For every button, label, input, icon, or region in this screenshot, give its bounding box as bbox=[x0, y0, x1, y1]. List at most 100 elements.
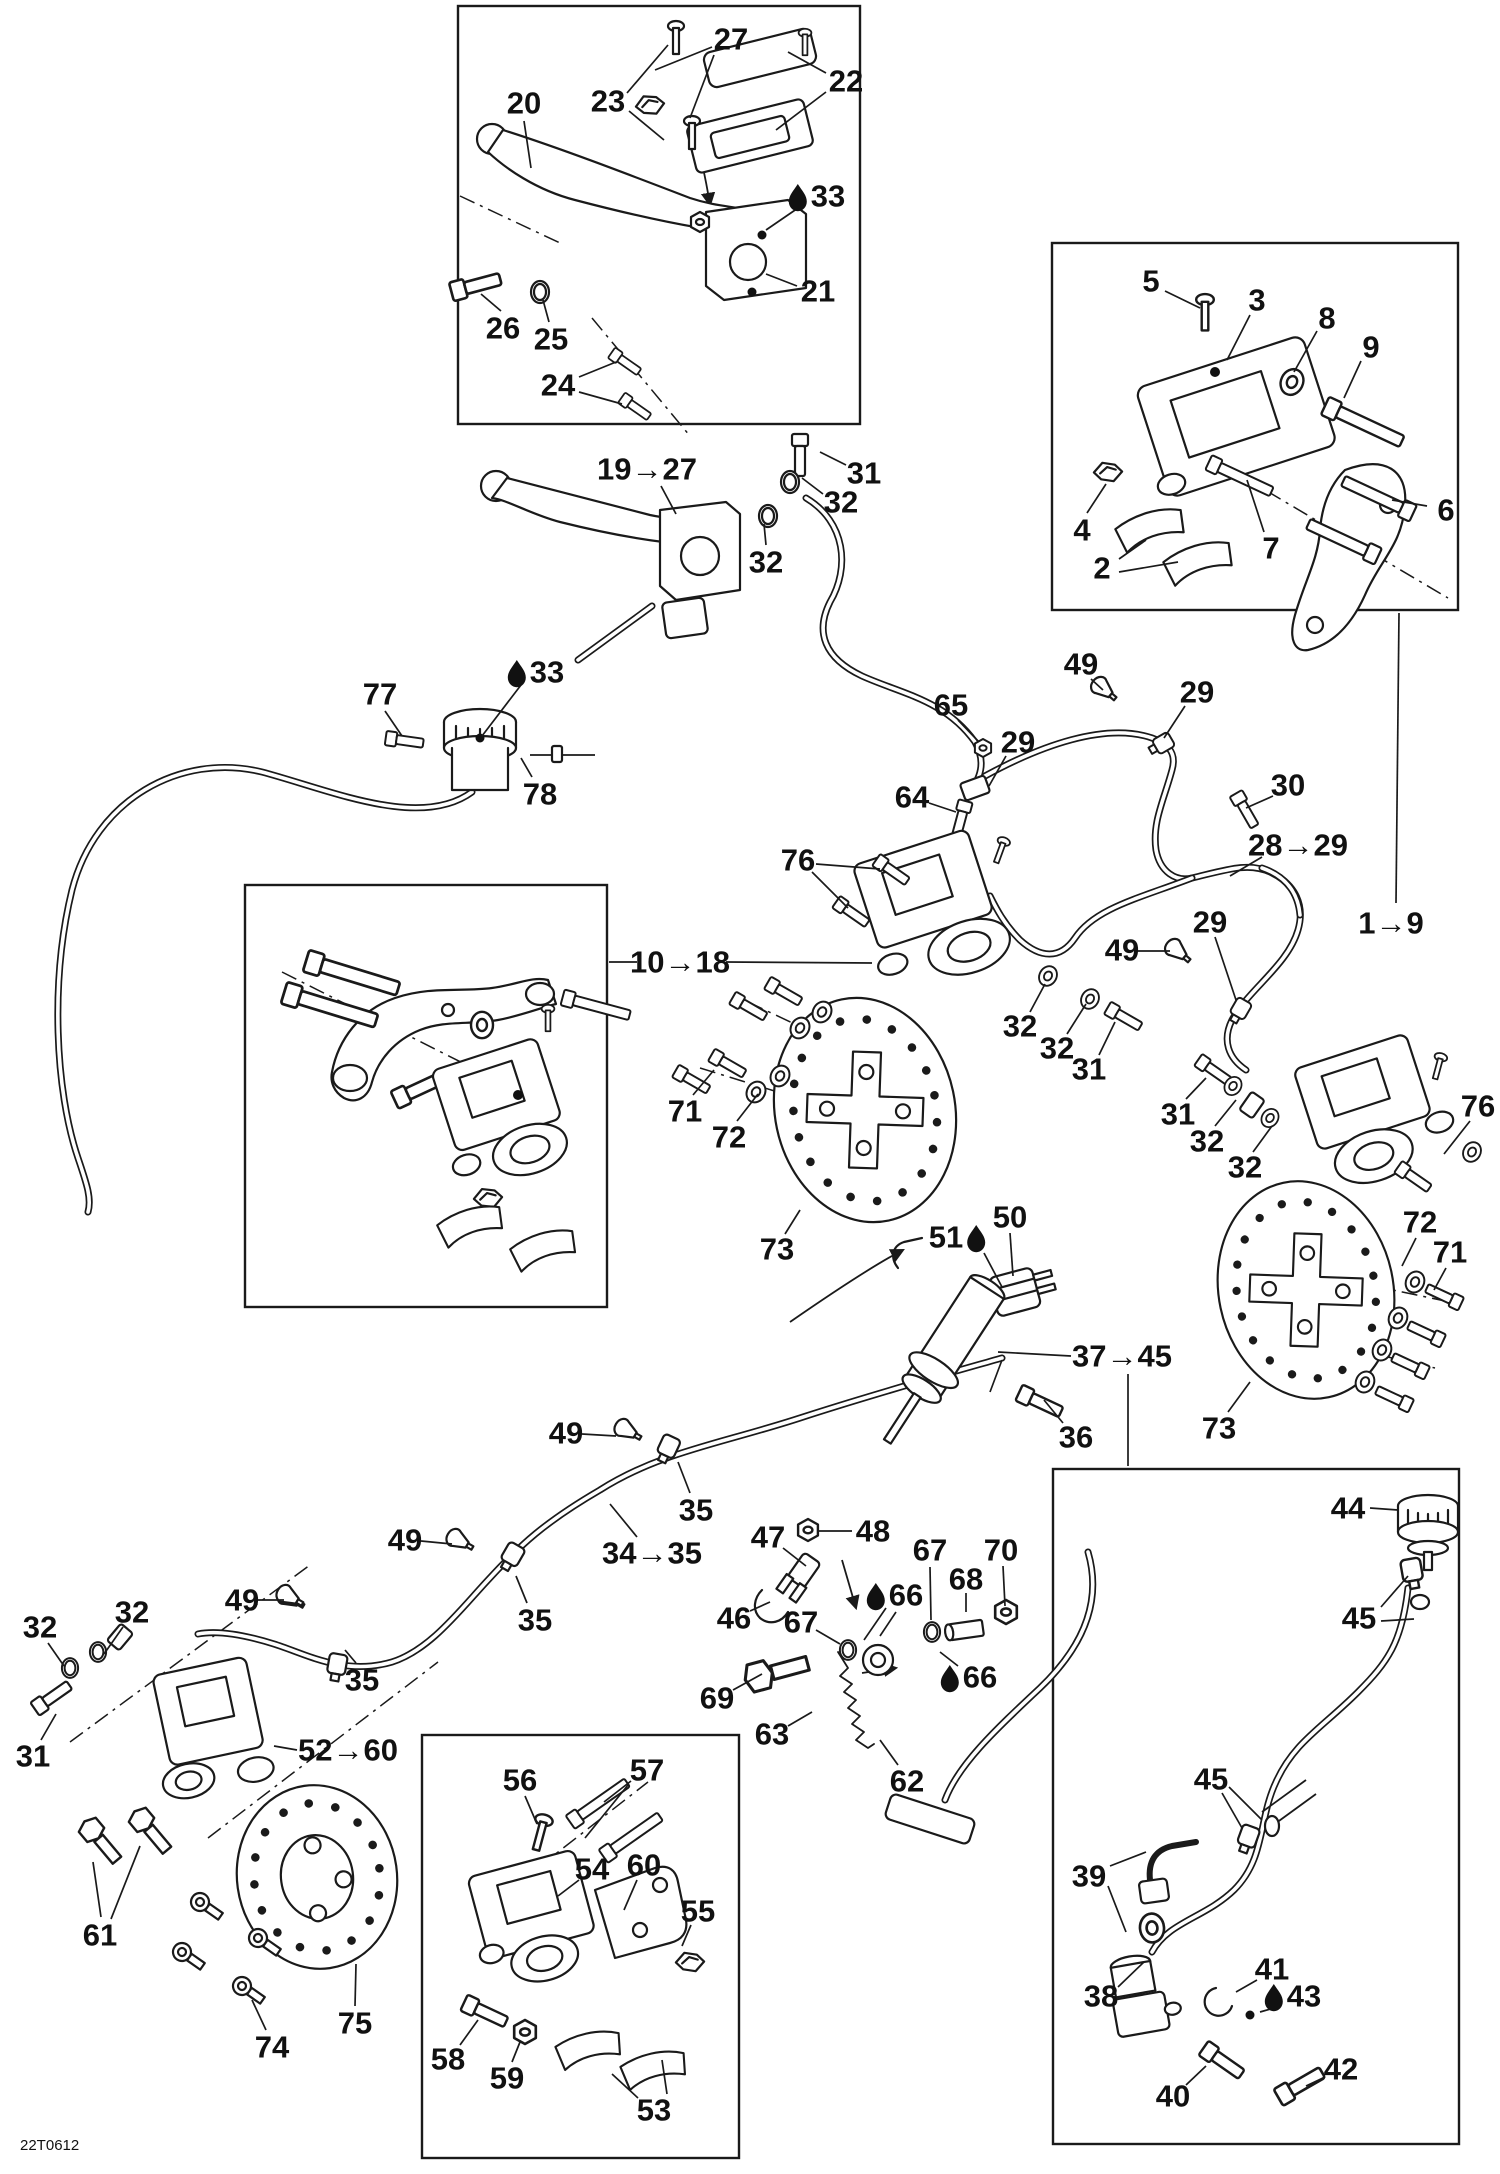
lubricant-droplet-icon bbox=[940, 1665, 959, 1693]
leader-line bbox=[578, 361, 617, 378]
leader-line bbox=[1369, 1507, 1399, 1511]
part-number-label: 49 bbox=[1064, 647, 1098, 682]
lubricant-droplet-icon bbox=[507, 660, 526, 688]
lubricant-droplet-icon bbox=[788, 184, 807, 212]
leader-line bbox=[939, 1651, 959, 1667]
front-brake-lever-detail bbox=[447, 19, 818, 424]
part-number-label: 57 bbox=[630, 1753, 664, 1788]
part-number-label: 42 bbox=[1324, 2052, 1358, 2087]
leader-line bbox=[765, 273, 798, 287]
part-callout-31: 31 bbox=[16, 1713, 57, 1774]
brake-disc-middle bbox=[772, 996, 958, 1224]
leader-line bbox=[1214, 1099, 1237, 1127]
part-number-label: 6 bbox=[1437, 493, 1454, 528]
part-callout-28→29: 28→29 bbox=[1229, 828, 1348, 877]
part-number-label: 48 bbox=[856, 1514, 890, 1549]
part-callout-41: 41 bbox=[1235, 1952, 1289, 1993]
leader-line bbox=[354, 1963, 357, 2007]
part-callout-72: 72 bbox=[1401, 1205, 1437, 1267]
leader-line bbox=[524, 1795, 538, 1825]
leader-line bbox=[879, 1611, 897, 1637]
part-callout-33: 33 bbox=[481, 655, 564, 737]
leader-line bbox=[110, 1845, 141, 1920]
part-number-label: 31 bbox=[847, 456, 881, 491]
leader-line bbox=[879, 1739, 899, 1766]
part-callout-39: 39 bbox=[1072, 1851, 1147, 1933]
part-callout-66: 66 bbox=[939, 1651, 997, 1695]
part-callout-49: 49 bbox=[388, 1523, 453, 1558]
leader-line bbox=[1086, 483, 1107, 514]
leader-line bbox=[736, 1093, 759, 1122]
brake-disc-bottom-left bbox=[235, 1784, 399, 1970]
part-number-label: 2 bbox=[1093, 551, 1110, 586]
leader-line bbox=[520, 757, 533, 778]
part-number-label: 67 bbox=[913, 1533, 947, 1568]
leader-line bbox=[1252, 1125, 1273, 1153]
detail-box-caliper-10-18 bbox=[243, 883, 609, 1309]
rear-reservoir-detail bbox=[1109, 1493, 1460, 2108]
part-callout-56: 56 bbox=[503, 1763, 538, 1825]
part-callout-20: 20 bbox=[507, 86, 541, 169]
part-callout-75: 75 bbox=[338, 1963, 372, 2041]
leader-line bbox=[273, 1745, 298, 1751]
part-number-label: 73 bbox=[760, 1232, 794, 1267]
leader-line bbox=[1226, 314, 1251, 361]
leader-line bbox=[929, 1566, 932, 1621]
leader-line bbox=[1293, 330, 1318, 373]
part-number-label: 32 bbox=[749, 545, 783, 580]
part-callout-31: 31 bbox=[819, 451, 881, 491]
part-callout-73: 73 bbox=[1202, 1381, 1251, 1446]
part-callout-32: 32 bbox=[801, 477, 858, 520]
part-number-label: 40 bbox=[1156, 2079, 1190, 2114]
caliper-detail-1-9 bbox=[1091, 292, 1419, 652]
part-number-label: 49 bbox=[225, 1583, 259, 1618]
part-number-label: 9 bbox=[1362, 330, 1379, 365]
hose-core bbox=[943, 1550, 1095, 1802]
part-number-label: 66 bbox=[889, 1578, 923, 1613]
leader-line bbox=[983, 1252, 1003, 1288]
leader-line bbox=[997, 1351, 1072, 1357]
part-number-label: 37→45 bbox=[1072, 1339, 1172, 1374]
part-number-label: 27 bbox=[714, 22, 748, 57]
part-number-label: 49 bbox=[549, 1416, 583, 1451]
part-callout-67: 67 bbox=[913, 1533, 947, 1621]
leader-line bbox=[1185, 2065, 1207, 2086]
part-number-label: 39 bbox=[1072, 1859, 1106, 1894]
caliper-detail-10-18 bbox=[279, 948, 633, 1274]
part-number-label: 32 bbox=[1003, 1009, 1037, 1044]
part-callout-29: 29 bbox=[988, 725, 1035, 787]
part-number-label: 4 bbox=[1073, 513, 1091, 548]
part-callout-5: 5 bbox=[1142, 264, 1201, 309]
part-callout-64: 64 bbox=[895, 780, 957, 815]
leader-line bbox=[344, 1649, 357, 1664]
part-callout-49: 49 bbox=[1105, 933, 1170, 968]
caliper-detail-52-60 bbox=[459, 1774, 707, 2092]
leader-line bbox=[623, 1879, 638, 1911]
part-callout-71: 71 bbox=[668, 1069, 715, 1129]
part-number-label: 32 bbox=[1040, 1031, 1074, 1066]
part-number-label: 30 bbox=[1271, 768, 1305, 803]
part-callout-51: 51 bbox=[929, 1220, 1003, 1288]
leader-line bbox=[384, 710, 403, 737]
part-number-label: 51 bbox=[929, 1220, 963, 1255]
leader-line bbox=[420, 1540, 453, 1545]
leader-line bbox=[1343, 360, 1362, 399]
leader-line bbox=[660, 485, 677, 515]
part-callout-40: 40 bbox=[1156, 2065, 1207, 2114]
part-callout-32: 32 bbox=[1040, 1003, 1087, 1066]
parts bbox=[29, 19, 1486, 2108]
leader-line bbox=[626, 44, 669, 94]
leader-line bbox=[819, 451, 847, 466]
leader-line bbox=[1221, 1792, 1243, 1829]
leader-line bbox=[732, 1673, 763, 1691]
part-number-label: 29 bbox=[1180, 675, 1214, 710]
leader-line bbox=[1305, 2076, 1326, 2087]
part-callout-34→35: 34→35 bbox=[602, 1503, 702, 1571]
rear-master-cylinder-assembly bbox=[882, 1236, 1066, 1445]
part-number-label: 66 bbox=[963, 1660, 997, 1695]
brake-discs bbox=[235, 996, 1396, 1970]
leader-line bbox=[1163, 705, 1186, 739]
leader-line bbox=[480, 293, 502, 312]
part-number-label: 32 bbox=[115, 1595, 149, 1630]
